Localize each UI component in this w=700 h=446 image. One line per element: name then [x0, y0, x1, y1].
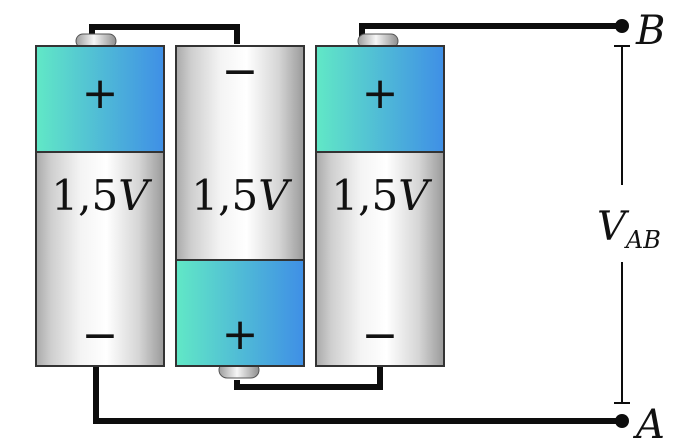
terminal-a-dot — [615, 414, 629, 428]
positive-cap — [35, 45, 165, 153]
voltage-label: 1,5V — [51, 171, 152, 220]
top-sign: + — [362, 68, 399, 119]
positive-cap — [315, 45, 445, 153]
terminal-b-dot — [615, 19, 629, 33]
wire-battery2-to-battery3 — [234, 366, 383, 390]
voltage-measurement-label: VAB — [597, 204, 661, 254]
top-sign: + — [82, 68, 119, 119]
voltage-measurement — [614, 45, 630, 404]
terminal-b-label: B — [635, 8, 665, 54]
battery-2: − 1,5V + — [175, 45, 305, 379]
bottom-sign: − — [362, 310, 399, 361]
wire-battery3-to-terminal-b — [359, 23, 622, 44]
positive-cap — [175, 259, 305, 367]
wire-battery1-to-terminal-a — [93, 366, 622, 424]
terminal-a-label: A — [632, 402, 665, 446]
battery-1: + 1,5V − — [35, 33, 165, 367]
bottom-sign: + — [222, 309, 259, 360]
battery-3: + 1,5V − — [315, 33, 445, 367]
voltage-label: 1,5V — [191, 171, 292, 220]
voltage-label: 1,5V — [331, 171, 432, 220]
bottom-sign: − — [82, 310, 119, 361]
top-sign: − — [222, 46, 259, 97]
